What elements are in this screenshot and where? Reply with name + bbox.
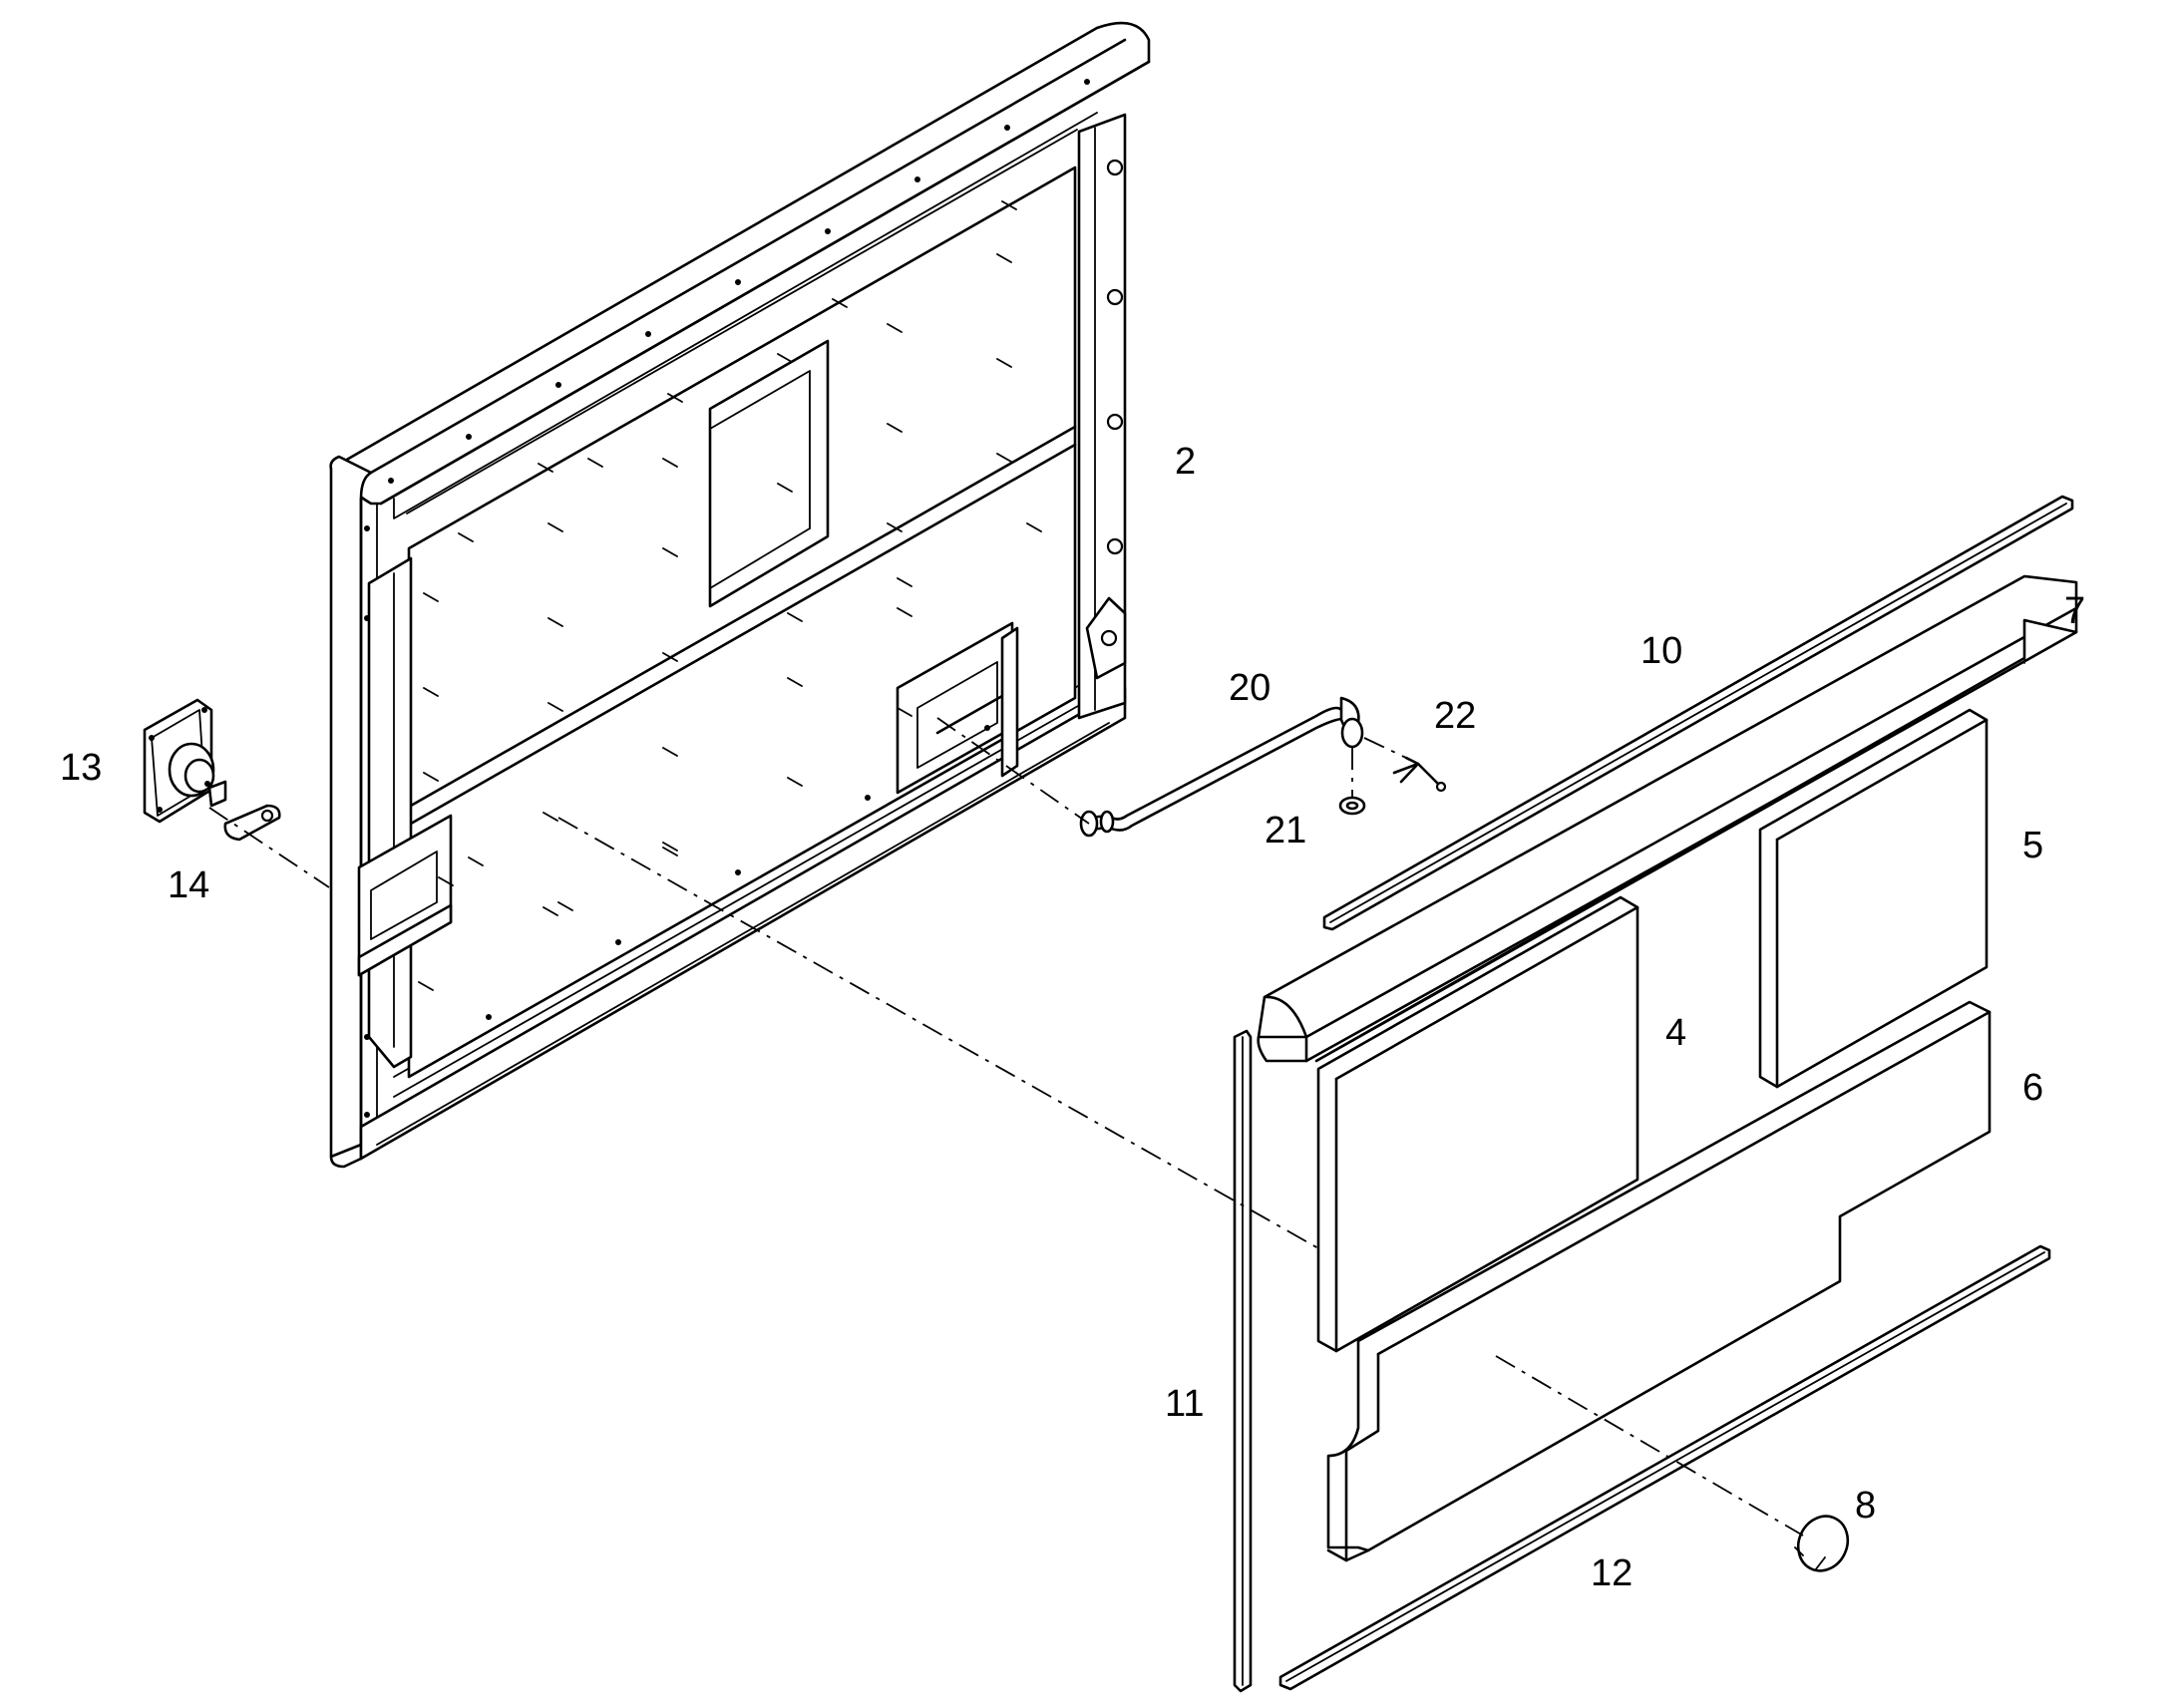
callout-5: 5 — [2022, 825, 2043, 866]
callout-12: 12 — [1591, 1552, 1633, 1594]
frame-top-holes — [364, 79, 1090, 1118]
callout-20: 20 — [1229, 667, 1271, 709]
frame-right-rail — [1077, 113, 1127, 720]
callout-4: 4 — [1665, 1012, 1686, 1054]
frame-window-opening — [708, 339, 830, 608]
latch-housing-part — [143, 698, 227, 824]
callout-11: 11 — [1165, 1383, 1204, 1425]
insulation-left-part — [1316, 895, 1639, 1353]
callout-22: 22 — [1434, 695, 1476, 737]
top-cap-part — [1257, 574, 2078, 1063]
bottom-seal-part — [1278, 1244, 2051, 1691]
knob-part — [1794, 1515, 1850, 1572]
latch-clip-part — [223, 804, 281, 842]
callout-14: 14 — [168, 864, 209, 906]
callout-2: 2 — [1175, 441, 1196, 483]
callout-6: 6 — [2022, 1067, 2043, 1109]
door-frame-part — [329, 21, 1151, 1169]
insulation-bottom-part — [1326, 1000, 1992, 1562]
callout-13: 13 — [60, 747, 102, 789]
callout-8: 8 — [1855, 1485, 1876, 1527]
callout-labels: 2 4 5 6 7 8 10 11 12 13 14 20 21 22 — [60, 441, 2085, 1594]
side-seal-part — [1233, 1029, 1253, 1693]
assembly-lines — [208, 717, 1804, 1537]
frame-left-rail — [329, 455, 373, 1159]
rod-washer-part — [1338, 717, 1366, 816]
top-seal-part — [1322, 495, 2074, 931]
callout-21: 21 — [1265, 810, 1306, 852]
frame-inner-panel — [407, 166, 1077, 1079]
callout-10: 10 — [1640, 630, 1682, 672]
callout-7: 7 — [2064, 590, 2085, 632]
cotter-pin-part — [1363, 737, 1447, 793]
frame-studs — [418, 200, 1042, 991]
insulation-right-part — [1758, 708, 1989, 1089]
